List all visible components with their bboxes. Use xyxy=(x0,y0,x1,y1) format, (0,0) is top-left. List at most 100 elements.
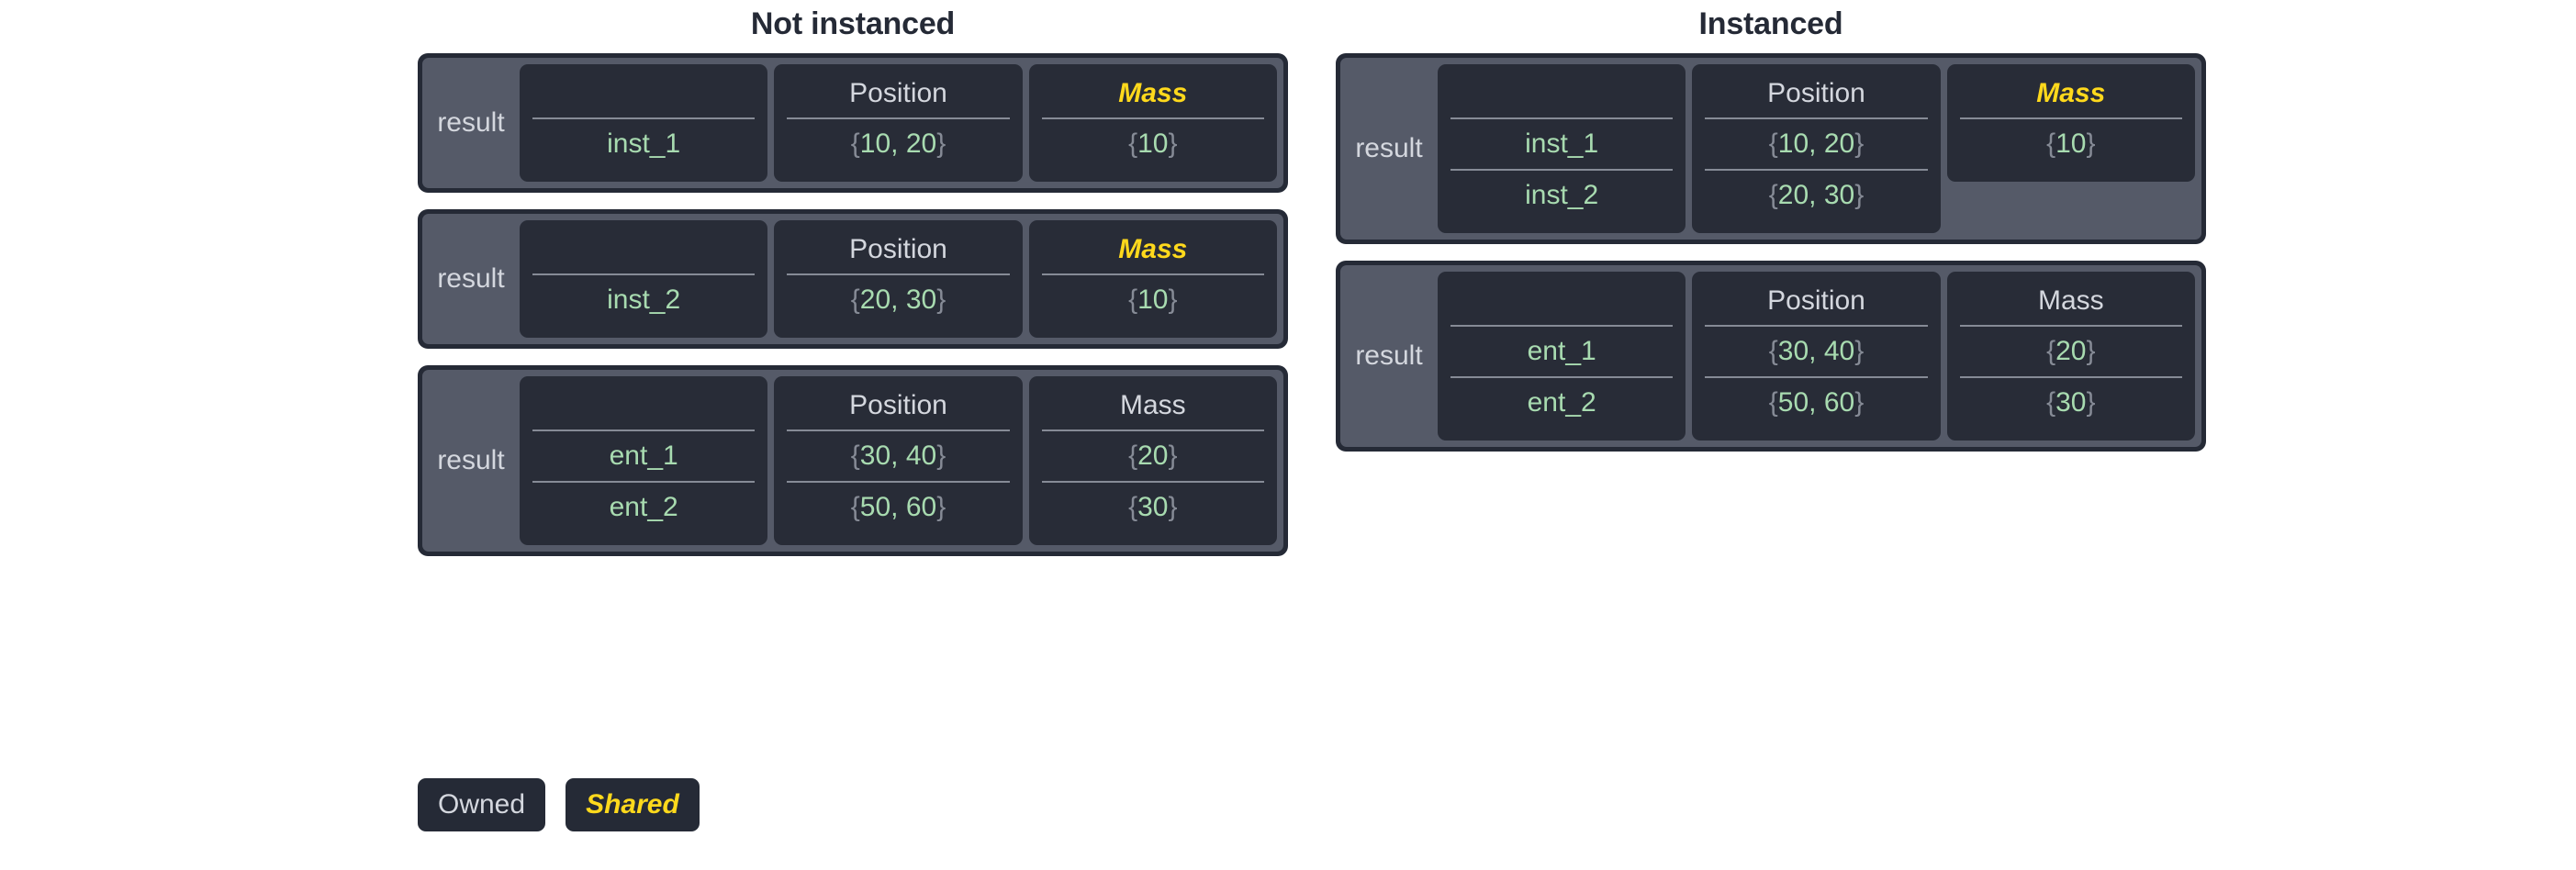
field-header: Mass xyxy=(1118,78,1188,108)
brace-close: } xyxy=(1168,284,1178,315)
legend: Owned Shared xyxy=(418,778,700,831)
legend-chip-owned: Owned xyxy=(418,778,546,831)
field-header: Position xyxy=(1767,285,1865,316)
field-column: Mass {20}{30} xyxy=(1028,376,1277,545)
brace-close: } xyxy=(1168,128,1178,159)
brace-open: { xyxy=(850,492,860,522)
field-value: {20} xyxy=(1041,429,1264,481)
field-column: Mass {10} xyxy=(1028,220,1277,338)
brace-open: { xyxy=(1128,492,1138,522)
brace-close: } xyxy=(936,128,946,159)
field-value: ent_2 xyxy=(532,481,756,532)
field-header-blank xyxy=(532,70,755,117)
field-value: {30} xyxy=(1041,481,1264,532)
field-column: Position{30, 40}{50, 60} xyxy=(774,376,1023,545)
result-label: result xyxy=(437,107,505,138)
result-label: result xyxy=(437,263,505,294)
field-value: {10} xyxy=(1041,117,1264,169)
field-column: Position {30, 40}{50, 60} xyxy=(1692,272,1941,441)
field-values: inst_1 xyxy=(532,117,756,169)
field-values: {10} xyxy=(1041,117,1264,169)
brace-open: { xyxy=(1768,180,1778,210)
field-value: inst_1 xyxy=(1450,117,1674,169)
column-title: Instanced xyxy=(1698,6,1843,41)
field-value: {10, 20} xyxy=(1705,117,1928,169)
field-header: Position xyxy=(849,390,947,420)
field-header: Position xyxy=(1767,78,1865,108)
field-header-blank xyxy=(1450,277,1673,325)
brace-close: } xyxy=(1854,128,1865,159)
field-value: inst_1 xyxy=(532,117,756,169)
brace-open: { xyxy=(1768,336,1778,366)
field-header: Mass xyxy=(2036,78,2106,108)
field-value: ent_1 xyxy=(1450,325,1674,376)
field-header: Mass xyxy=(2037,285,2104,316)
brace-close: } xyxy=(1168,441,1178,471)
brace-close: } xyxy=(2086,336,2096,366)
field-columns: inst_1 Position {10, 20} Mass {10} xyxy=(520,58,1283,188)
field-values: {10} xyxy=(1959,117,2182,169)
entity-table: result inst_1 Position {10, 20} Mass {10} xyxy=(418,53,1288,193)
legend-chip-shared: Shared xyxy=(566,778,700,831)
column-title: Not instanced xyxy=(750,6,956,41)
brace-open: { xyxy=(1128,284,1138,315)
result-label: result xyxy=(1355,133,1423,163)
field-values: inst_2 xyxy=(532,273,756,325)
brace-close: } xyxy=(1168,492,1178,522)
field-values: {10, 20}{20, 30} xyxy=(1705,117,1928,220)
field-value: {50, 60} xyxy=(787,481,1010,532)
table-body: result inst_1 Position {10, 20} Mass {10} xyxy=(422,58,1283,188)
field-header: Position xyxy=(849,78,947,108)
brace-close: } xyxy=(2086,387,2096,418)
field-column: Mass{20}{30} xyxy=(1946,272,2195,441)
field-value: {10} xyxy=(1959,117,2182,169)
field-value: {30, 40} xyxy=(1705,325,1928,376)
field-header: Position xyxy=(849,234,947,264)
field-header-blank xyxy=(532,382,755,429)
field-value: {20} xyxy=(1959,325,2182,376)
field-value: {10} xyxy=(1041,273,1264,325)
brace-open: { xyxy=(850,128,860,159)
field-values: {30, 40}{50, 60} xyxy=(1705,325,1928,428)
field-header: Mass xyxy=(1119,390,1186,420)
field-header-blank xyxy=(1450,70,1673,117)
brace-open: { xyxy=(2046,336,2056,366)
brace-open: { xyxy=(2046,387,2056,418)
result-label: result xyxy=(437,445,505,475)
brace-open: { xyxy=(850,441,860,471)
field-header-blank xyxy=(532,226,755,273)
field-column: Position {10, 20}{20, 30} xyxy=(1692,64,1941,233)
field-values: {20}{30} xyxy=(1959,325,2182,428)
field-values: {20}{30} xyxy=(1041,429,1264,532)
brace-close: } xyxy=(936,492,946,522)
result-label: result xyxy=(1355,340,1423,371)
field-column: Position {10, 20} xyxy=(774,64,1023,182)
brace-close: } xyxy=(936,284,946,315)
field-header: Mass xyxy=(1118,234,1188,264)
field-value: {20, 30} xyxy=(1705,169,1928,220)
brace-open: { xyxy=(1128,441,1138,471)
field-values: {10, 20} xyxy=(787,117,1010,169)
field-column: Mass {10} xyxy=(1028,64,1277,182)
field-value: inst_2 xyxy=(1450,169,1674,220)
brace-close: } xyxy=(2086,128,2096,159)
field-values: {30, 40}{50, 60} xyxy=(787,429,1010,532)
brace-open: { xyxy=(1128,128,1138,159)
